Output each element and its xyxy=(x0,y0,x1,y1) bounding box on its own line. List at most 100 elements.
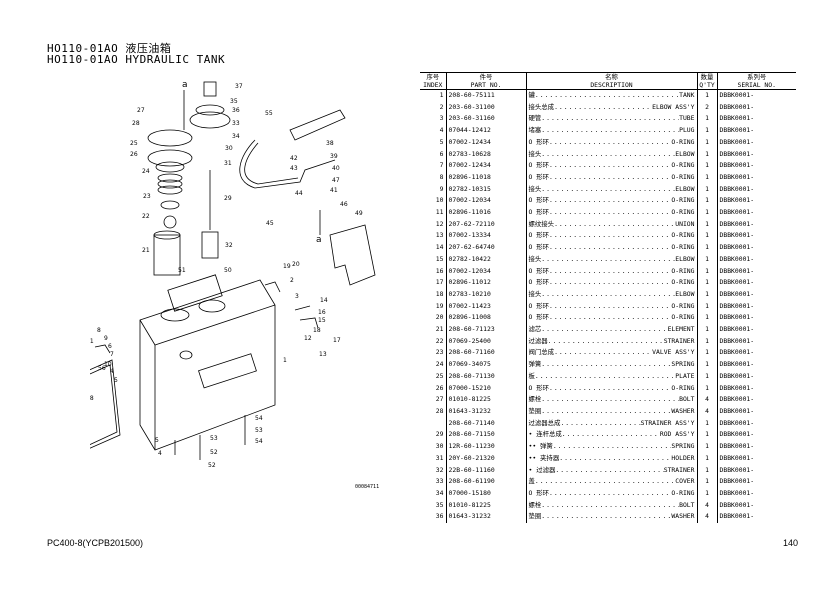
row-description: O 形环....................................… xyxy=(525,207,697,219)
row-index: 32 xyxy=(435,465,444,474)
row-index: 23 xyxy=(435,348,444,357)
row-description: 螺栓......................................… xyxy=(525,499,697,512)
table-row: 23208-60-71160阀门总成......................… xyxy=(420,347,796,360)
row-desc-cn: 过滤器 xyxy=(528,336,548,345)
row-description: O 形环....................................… xyxy=(525,195,697,208)
leader-dots: ........................................… xyxy=(541,325,668,334)
row-index: 27 xyxy=(435,395,444,404)
row-description: 硬管......................................… xyxy=(525,113,697,126)
row-desc-en: STRAINER xyxy=(663,465,695,474)
row-desc-cn: O 形环 xyxy=(528,301,549,310)
svg-text:52: 52 xyxy=(208,462,216,469)
svg-text:43: 43 xyxy=(290,165,298,172)
tank-body-outline xyxy=(139,279,276,451)
row-part-no: 208-60-71140 xyxy=(445,417,526,430)
row-serial: DBBK0001- xyxy=(716,476,796,488)
row-qty: 1 xyxy=(696,277,717,289)
row-part-no: 22B-60-11160 xyxy=(445,464,526,477)
row-serial: DBBK0001- xyxy=(716,265,796,278)
row-desc-cn: • 过滤器 xyxy=(528,465,556,474)
row-desc-cn: 接头 xyxy=(528,254,542,263)
row-part-no: 208-60-61190 xyxy=(445,476,526,488)
row-desc-en: STRAINER xyxy=(663,336,695,345)
row-index: 9 xyxy=(439,184,444,193)
page-number: 140 xyxy=(783,538,799,548)
row-qty: 1 xyxy=(696,300,717,313)
row-index: 22 xyxy=(435,336,444,345)
row-desc-cn: 垫圈 xyxy=(528,406,542,415)
row-desc-cn: 接头 xyxy=(528,289,542,298)
row-serial: DBBK0001- xyxy=(716,89,796,102)
row-description: O 形环....................................… xyxy=(525,265,697,278)
row-qty: 1 xyxy=(696,242,717,254)
row-desc-en: ELBOW xyxy=(675,254,695,263)
svg-text:23: 23 xyxy=(143,193,151,200)
svg-text:40: 40 xyxy=(332,165,340,172)
svg-text:21: 21 xyxy=(142,247,150,254)
row-serial: DBBK0001- xyxy=(716,136,796,149)
row-description: O 形环....................................… xyxy=(525,230,697,243)
svg-text:47: 47 xyxy=(332,177,340,184)
model-footer: PC400-8(YCPB201500) xyxy=(47,538,144,548)
row-index: 24 xyxy=(435,360,444,369)
svg-text:35: 35 xyxy=(230,98,238,105)
row-desc-cn: •• 夹持器 xyxy=(528,453,560,462)
row-index: 33 xyxy=(435,477,444,486)
row-qty: 2 xyxy=(696,101,717,114)
row-serial: DBBK0001- xyxy=(716,277,796,289)
row-qty: 1 xyxy=(696,487,717,500)
svg-text:54: 54 xyxy=(255,415,263,422)
row-desc-en: O-RING xyxy=(671,196,695,205)
table-row: 2203-60-31100接头总成.......................… xyxy=(420,101,796,114)
table-row: 208-60-71140过滤器总成.......................… xyxy=(420,417,796,430)
svg-text:56: 56 xyxy=(98,365,106,372)
svg-text:5: 5 xyxy=(114,377,118,384)
svg-text:42: 42 xyxy=(290,155,298,162)
leader-dots: ........................................… xyxy=(541,512,671,521)
row-qty: 1 xyxy=(696,370,717,383)
row-desc-cn: 垫圈 xyxy=(528,512,542,521)
row-part-no: 01643-31232 xyxy=(445,405,526,418)
leader-dots: ........................................… xyxy=(554,219,676,228)
row-description: O 形环....................................… xyxy=(525,382,697,395)
row-part-no: 02896-11012 xyxy=(445,277,526,289)
row-qty: 1 xyxy=(696,288,717,301)
row-qty: 1 xyxy=(696,125,717,137)
row-index xyxy=(420,418,446,430)
row-index: 17 xyxy=(435,278,444,287)
row-description: 接头......................................… xyxy=(525,183,697,196)
row-desc-en: ELBOW xyxy=(675,289,695,298)
row-part-no: 07000-15210 xyxy=(445,382,526,395)
row-desc-cn: 板 xyxy=(528,371,535,380)
row-index: 10 xyxy=(435,196,444,205)
row-description: 接头......................................… xyxy=(525,288,697,301)
row-desc-cn: O 形环 xyxy=(528,196,549,205)
leader-dots: ........................................… xyxy=(561,430,660,439)
row-part-no: 02782-10422 xyxy=(445,253,526,266)
row-desc-en: SPRING xyxy=(671,360,695,369)
leader-dots: ........................................… xyxy=(548,313,672,322)
leader-dots: ........................................… xyxy=(548,172,672,181)
row-part-no: 07044-12412 xyxy=(445,125,526,137)
row-qty: 4 xyxy=(696,511,717,524)
svg-text:18: 18 xyxy=(313,327,321,334)
row-desc-en: O-RING xyxy=(671,137,695,146)
row-index: 15 xyxy=(435,254,444,263)
row-desc-en: PLUG xyxy=(679,126,695,135)
row-index: 16 xyxy=(435,266,444,275)
row-description: O 形环....................................… xyxy=(525,487,697,500)
row-desc-en: O-RING xyxy=(671,313,695,322)
leader-dots: ........................................… xyxy=(534,477,676,486)
row-serial: DBBK0001- xyxy=(716,511,796,524)
row-desc-en: O-RING xyxy=(671,172,695,181)
row-description: •• 夹持器..................................… xyxy=(525,452,697,465)
